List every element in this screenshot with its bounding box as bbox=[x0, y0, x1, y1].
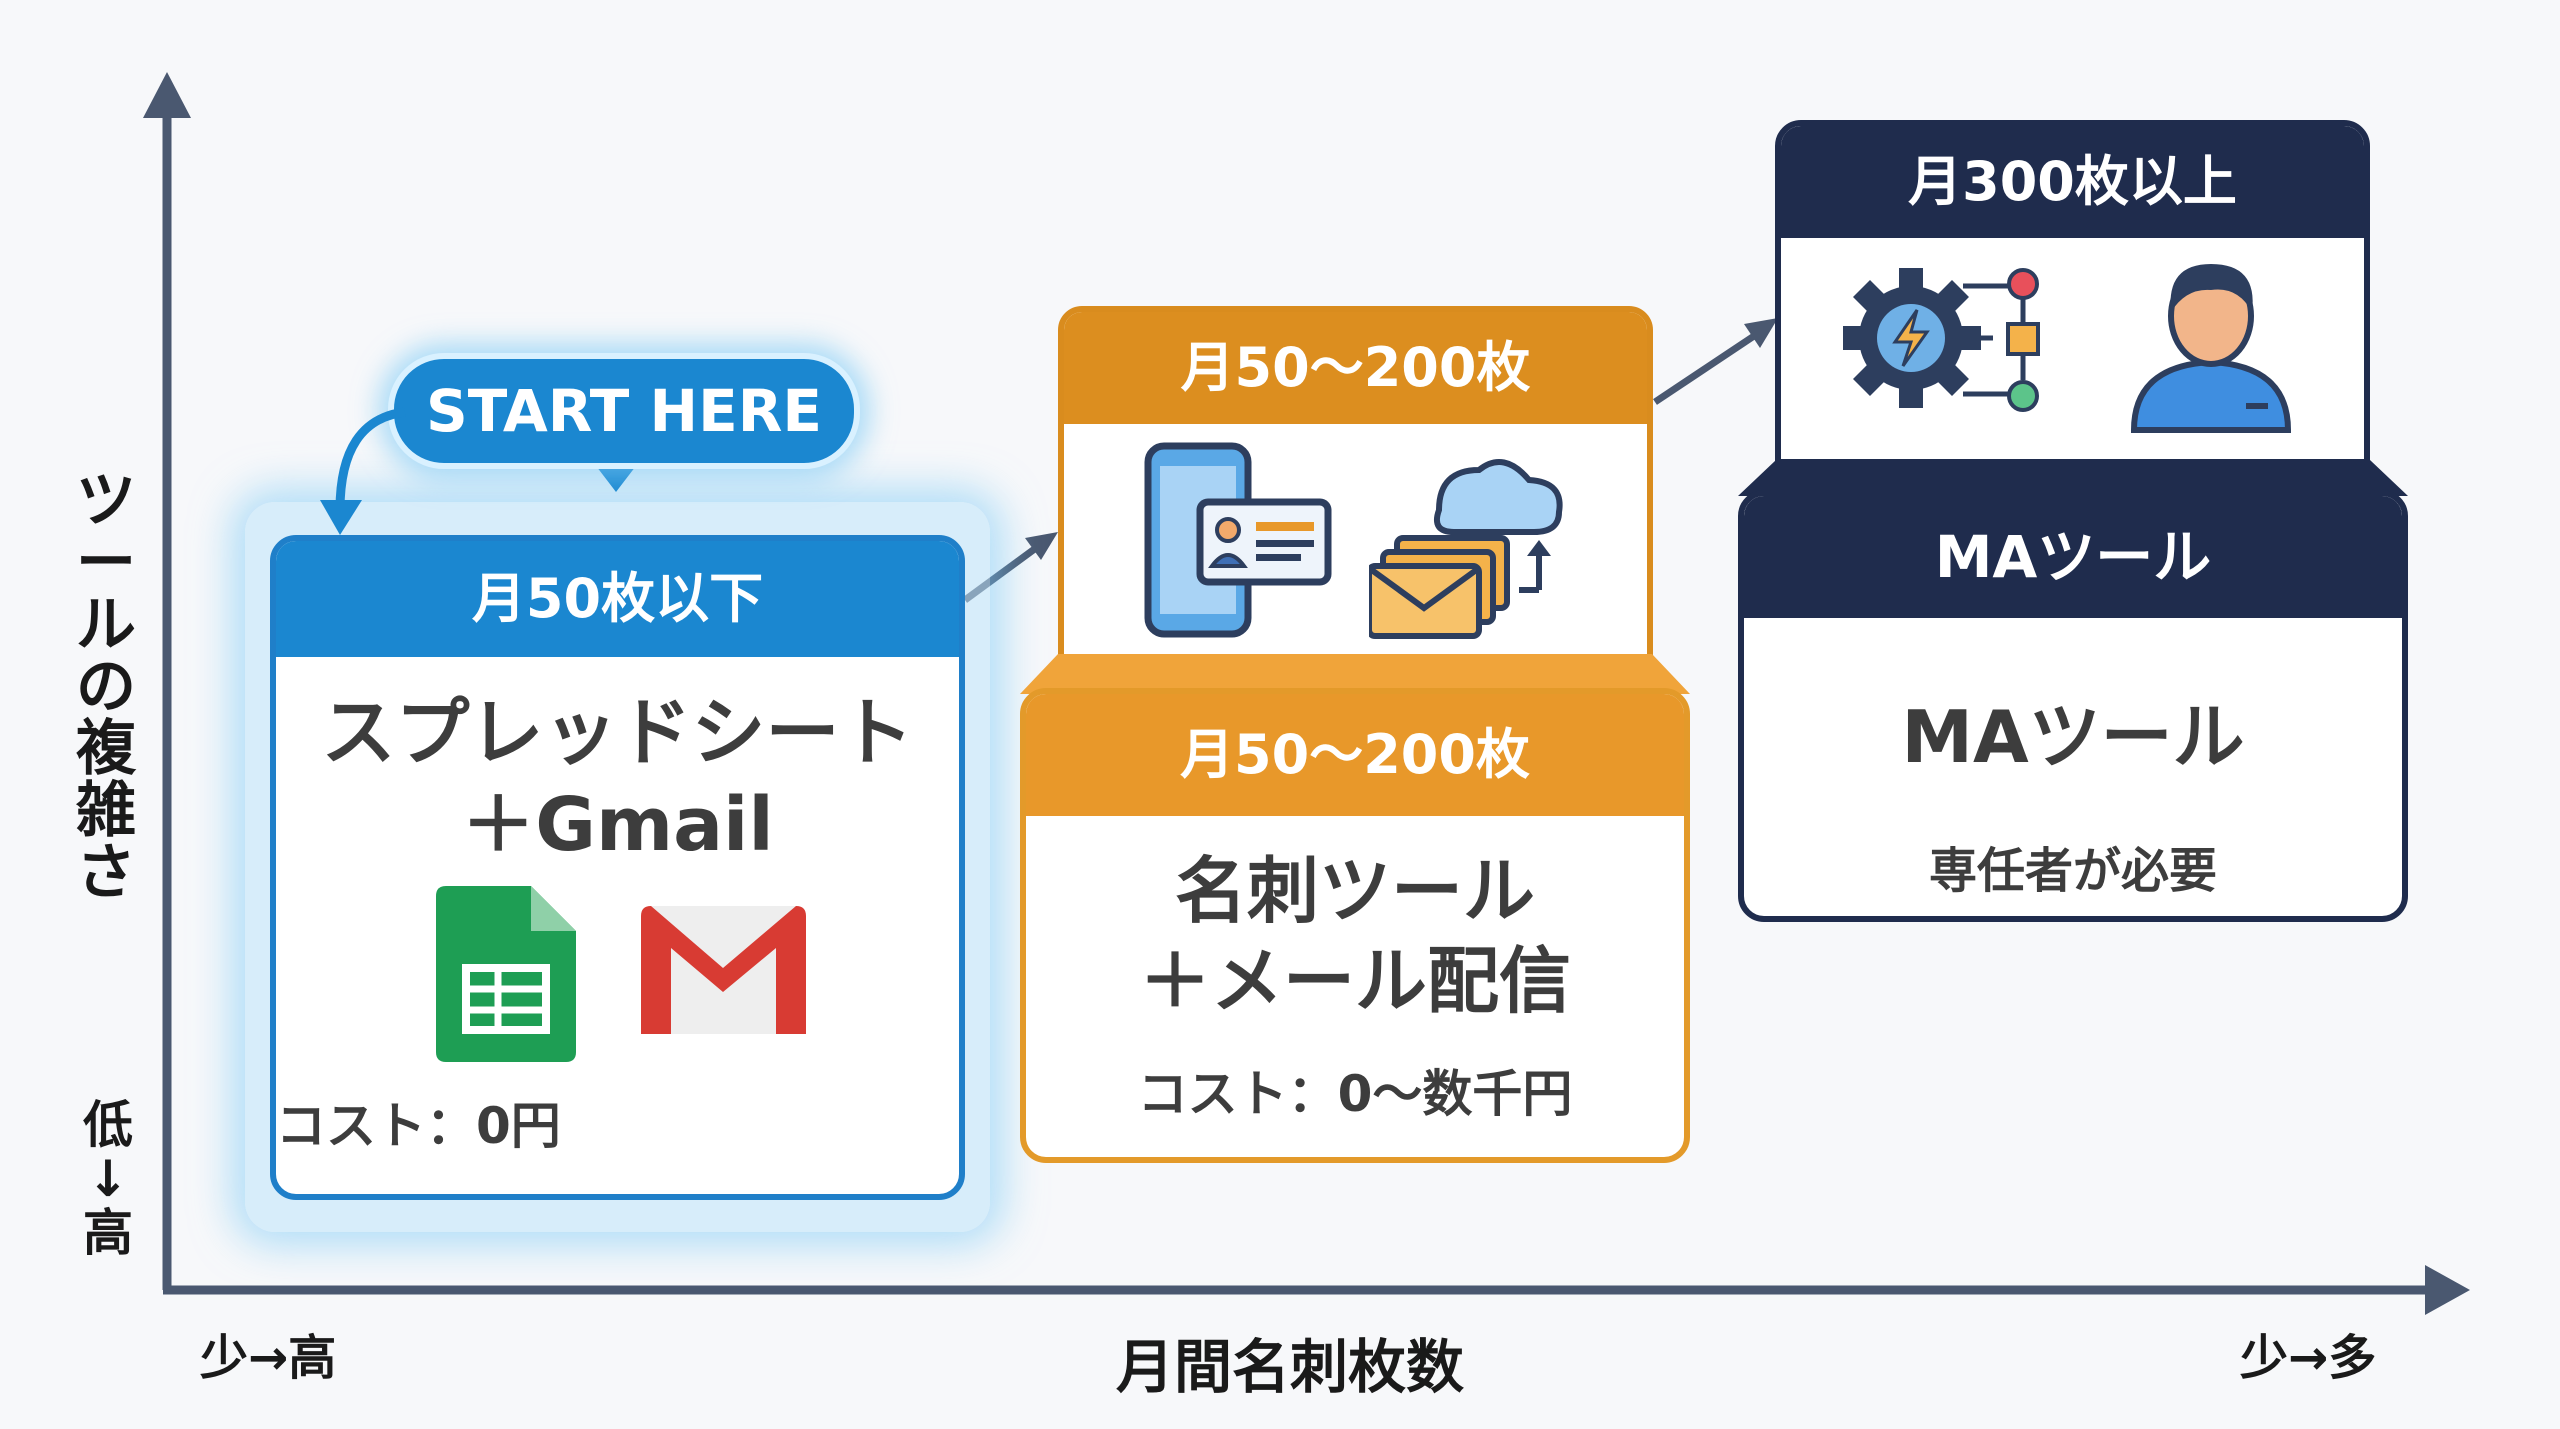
connector-arrow-medium-to-large bbox=[1653, 329, 1762, 405]
connector-arrowhead-1 bbox=[1025, 532, 1058, 560]
gmail-icon bbox=[641, 906, 806, 1034]
tier-medium-header: 月50〜200枚 bbox=[1026, 694, 1684, 816]
tier-medium-card: 月50〜200枚 名刺ツール ＋メール配信 コスト：0〜数千円 bbox=[1020, 688, 1690, 1163]
tier-small-line2: ＋Gmail bbox=[461, 782, 774, 868]
tier-medium-line2: ＋メール配信 bbox=[1138, 939, 1571, 1023]
tier-large-header: MAツール bbox=[1744, 496, 2402, 618]
tier-medium-icon-panel: 月50〜200枚 bbox=[1058, 306, 1653, 671]
tier-medium-line1: 名刺ツール bbox=[1174, 849, 1535, 933]
automation-gear-icon bbox=[1843, 268, 2040, 412]
person-icon bbox=[2130, 264, 2292, 433]
cloud-mail-icon bbox=[1369, 459, 1563, 639]
start-here-bubble: START HERE bbox=[388, 353, 860, 469]
tier-large-step-shelf bbox=[1738, 460, 2408, 496]
x-axis-range-left: 少→高 bbox=[200, 1330, 337, 1386]
tier-large-title: MAツール bbox=[1901, 695, 2245, 779]
y-axis-arrowhead bbox=[143, 72, 191, 118]
tier-medium-title: 名刺ツール ＋メール配信 bbox=[1026, 846, 1684, 1026]
card-scan-phone-icon bbox=[1144, 442, 1332, 638]
tier-small-line1: スプレッドシート bbox=[321, 690, 914, 776]
tier-medium-step-shelf bbox=[1020, 654, 1690, 694]
tier-small-header: 月50枚以下 bbox=[276, 541, 959, 657]
connector-arrowhead-2 bbox=[1744, 318, 1778, 348]
start-curved-arrow bbox=[320, 407, 406, 535]
tier-small-cost: コスト：0円 bbox=[276, 1097, 561, 1155]
y-axis-range: 低↓高 bbox=[83, 1096, 133, 1262]
tier-small-title: スプレッドシート ＋Gmail bbox=[276, 687, 959, 871]
tier-large-icon-panel: 月300枚以上 bbox=[1775, 120, 2370, 465]
tier-large-card: MAツール MAツール 専任者が必要 bbox=[1738, 490, 2408, 922]
y-axis-title: ツールの複雑さ bbox=[76, 466, 136, 908]
x-axis-arrowhead bbox=[2425, 1265, 2470, 1315]
tier-medium-top-header: 月50〜200枚 bbox=[1064, 312, 1647, 424]
tier-small-card: 月50枚以下 スプレッドシート ＋Gmail コスト：0円 bbox=[270, 535, 965, 1200]
sheets-icon bbox=[436, 886, 576, 1062]
tier-medium-cost: コスト：0〜数千円 bbox=[1137, 1065, 1573, 1123]
tier-large-note: 専任者が必要 bbox=[1928, 843, 2217, 899]
tier-large-top-header: 月300枚以上 bbox=[1781, 126, 2364, 238]
x-axis-range-right: 少→多 bbox=[2240, 1330, 2377, 1386]
x-axis-title: 月間名刺枚数 bbox=[1115, 1333, 1464, 1401]
